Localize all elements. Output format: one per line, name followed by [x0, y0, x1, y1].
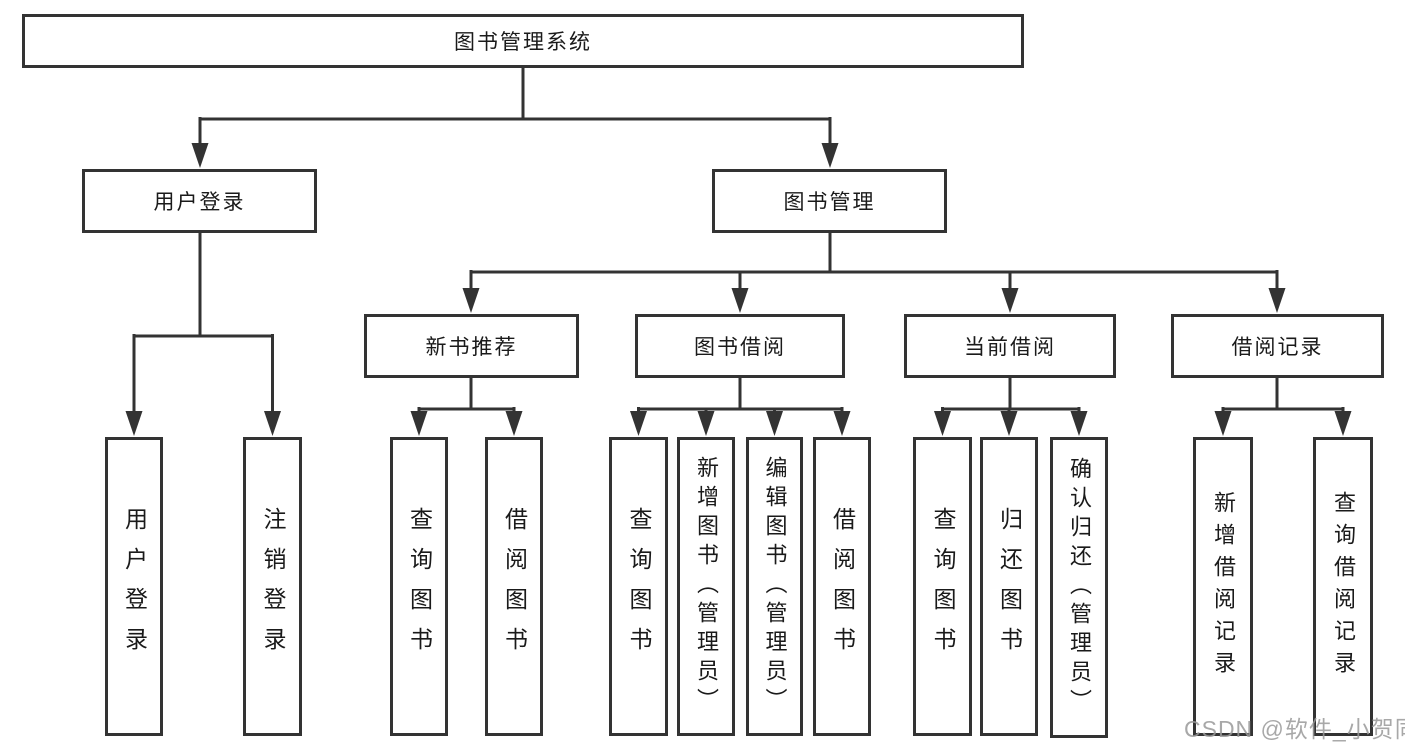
arrowhead [833, 411, 851, 436]
node-edit-book-admin: 编辑图书（管理员） [746, 437, 803, 736]
arrowhead [1001, 288, 1019, 313]
arrowhead [264, 411, 281, 436]
node-label: 查询图书 [626, 506, 652, 667]
node-current-borrowing: 当前借阅 [904, 314, 1116, 378]
connector-new-book-to-children [417, 378, 516, 414]
node-label: 编辑图书（管理员） [762, 456, 788, 717]
connector-root-to-level2 [198, 68, 832, 145]
arrowhead [1334, 411, 1352, 436]
node-label: 图书管理系统 [454, 31, 592, 54]
arrowhead [697, 411, 715, 436]
node-label: 新增借阅记录 [1211, 490, 1236, 683]
arrowhead [505, 411, 523, 436]
node-return-books: 归还图书 [980, 437, 1038, 736]
connector-book-borrow-to-children [637, 378, 844, 414]
node-new-book-recommendation: 新书推荐 [364, 314, 579, 378]
node-label: 用户登录 [153, 191, 246, 214]
node-query-books-recommend: 查询图书 [390, 437, 448, 736]
arrowhead [766, 411, 783, 436]
node-library-management-system: 图书管理系统 [22, 14, 1024, 68]
node-label: 查询图书 [406, 506, 433, 667]
connector-current-borrow-to-children [941, 378, 1081, 414]
node-borrow-books-leaf: 借阅图书 [813, 437, 871, 736]
arrowhead [630, 411, 647, 436]
node-borrow-books-recommend: 借阅图书 [485, 437, 543, 736]
node-label: 查询图书 [930, 506, 956, 667]
arrowhead [821, 143, 839, 168]
node-book-borrowing: 图书借阅 [635, 314, 845, 378]
arrowhead [462, 288, 480, 313]
arrowhead [934, 411, 951, 436]
arrowhead [1000, 411, 1018, 436]
node-query-books-borrowing: 查询图书 [609, 437, 668, 736]
node-add-book-admin: 新增图书（管理员） [677, 437, 735, 736]
arrowhead [410, 411, 428, 436]
arrowheads [125, 143, 1352, 436]
node-label: 确认归还（管理员） [1067, 457, 1092, 718]
node-label: 图书借阅 [694, 336, 786, 359]
node-borrowing-records: 借阅记录 [1171, 314, 1384, 378]
node-label: 当前借阅 [964, 336, 1056, 359]
node-label: 借阅图书 [829, 506, 856, 667]
watermark: CSDN @软件_小贺同学 [1184, 716, 1405, 742]
node-confirm-return-admin: 确认归还（管理员） [1050, 437, 1108, 738]
arrowhead [731, 288, 749, 313]
node-label: 归还图书 [996, 506, 1023, 667]
node-label: 新增图书（管理员） [694, 456, 719, 717]
node-label: 图书管理 [783, 191, 876, 214]
node-add-borrow-record: 新增借阅记录 [1193, 437, 1253, 736]
node-label: 用户登录 [121, 506, 148, 667]
connector-user-login-to-children [132, 233, 274, 414]
arrowhead [191, 143, 209, 168]
connector-borrow-records-to-children [1221, 378, 1345, 414]
node-book-management: 图书管理 [712, 169, 947, 233]
node-user-login: 用户登录 [82, 169, 317, 233]
node-label: 新书推荐 [425, 336, 518, 359]
node-label: 注销登录 [260, 506, 286, 667]
node-logout: 注销登录 [243, 437, 302, 736]
connector-book-mgmt-to-level3 [469, 233, 1279, 291]
node-query-books-current: 查询图书 [913, 437, 972, 736]
arrowhead [1070, 411, 1088, 436]
node-query-borrow-record: 查询借阅记录 [1313, 437, 1373, 736]
arrowhead [1268, 288, 1286, 313]
arrowhead [125, 411, 143, 436]
node-label: 借阅记录 [1231, 336, 1324, 359]
arrowhead [1214, 411, 1232, 436]
node-label: 查询借阅记录 [1331, 490, 1356, 683]
node-label: 借阅图书 [501, 506, 528, 667]
node-user-login-leaf: 用户登录 [105, 437, 163, 736]
